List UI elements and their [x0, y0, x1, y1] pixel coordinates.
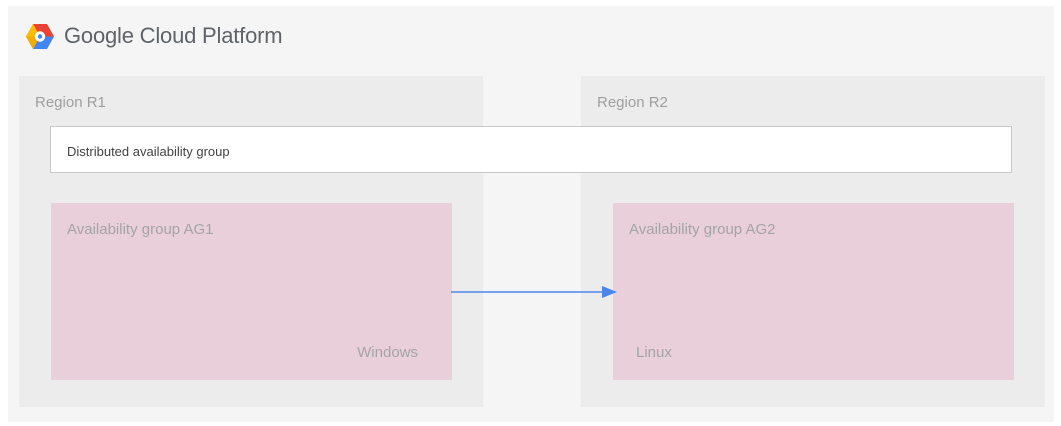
availability-group-ag1-label: Availability group AG1 — [67, 221, 214, 238]
region-r2-label: Region R2 — [597, 94, 668, 111]
windows-label: Windows — [357, 344, 418, 361]
availability-group-ag2: Availability group AG2 Linux — [613, 203, 1014, 380]
distributed-availability-group-label: Distributed availability group — [67, 144, 230, 159]
availability-group-ag2-label: Availability group AG2 — [629, 221, 776, 238]
linux-label: Linux — [636, 344, 672, 361]
brand-name: Google Cloud Platform — [64, 23, 283, 48]
replication-arrow — [451, 286, 617, 298]
distributed-availability-group: Distributed availability group — [50, 126, 1012, 173]
google-cloud-platform-logo: Google Cloud Platform — [25, 21, 283, 51]
availability-group-ag1: Availability group AG1 Windows — [51, 203, 452, 380]
region-r1-label: Region R1 — [35, 94, 106, 111]
google-cloud-hexagon-icon — [26, 23, 54, 49]
arrow-right-icon — [602, 286, 617, 298]
diagram-canvas: Google Cloud Platform Region R1 Region R… — [8, 6, 1054, 422]
